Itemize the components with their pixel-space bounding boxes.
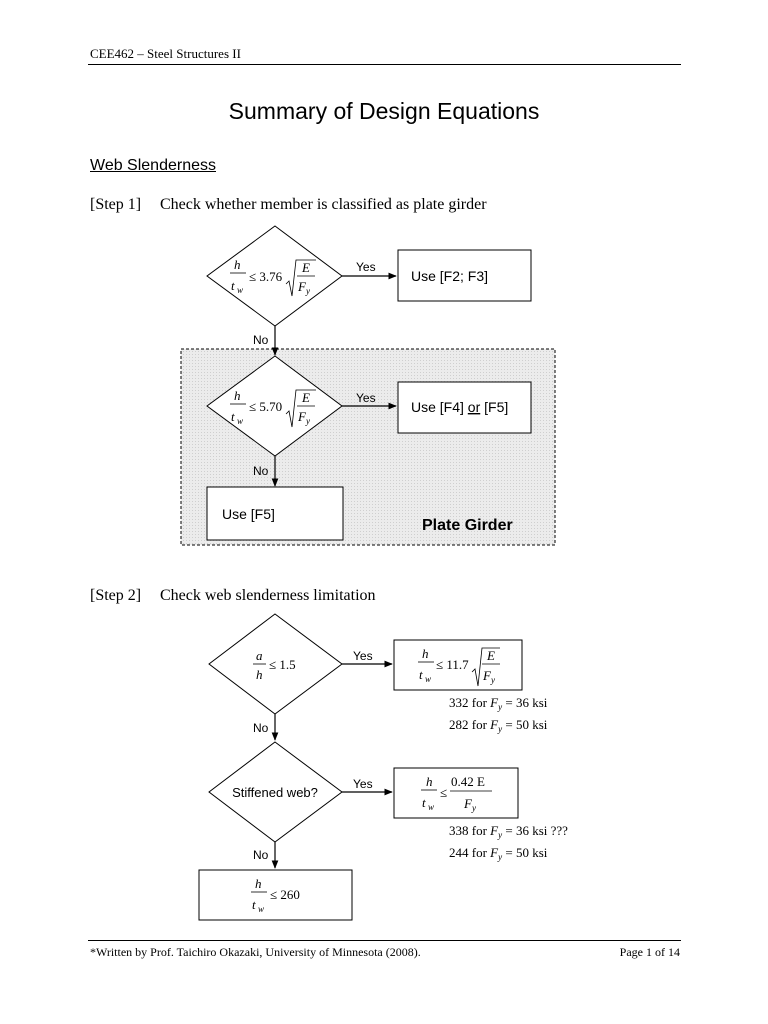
header-rule (88, 64, 681, 65)
step1-result-1 (397, 249, 532, 302)
step1-result-3-text: Use [F5] (222, 506, 275, 522)
s2d1-num: a (256, 648, 263, 663)
d2-op: ≤ 5.70 (249, 399, 282, 414)
step2-text: Check web slenderness limitation (160, 587, 376, 604)
s2r2-lhs-num: h (426, 774, 433, 789)
step1-text: Check whether member is classified as pl… (160, 196, 487, 213)
s2r3-lhs-num: h (255, 876, 262, 891)
d1-lhs-den: t (231, 278, 235, 293)
s2r2-rhs-sub: y (471, 803, 476, 813)
footer-credit: *Written by Prof. Taichiro Okazaki, Univ… (90, 945, 421, 959)
s2d1-den: h (256, 667, 263, 682)
step1-result-2-text: Use [F4] or [F5] (411, 399, 508, 415)
d1-op: ≤ 3.76 (249, 269, 283, 284)
d2-rad-num: E (301, 390, 310, 405)
step1-result-2 (397, 381, 532, 434)
d1-rad-num: E (301, 260, 310, 275)
step2-note-2a: 338 for Fy = 36 ksi ??? (449, 823, 568, 840)
step1-no-2: No (253, 464, 269, 478)
step2-note-2b: 244 for Fy = 50 ksi (449, 845, 548, 862)
d2-rad-den: F (297, 409, 307, 424)
d2-lhs-sub: w (237, 416, 243, 426)
d2-lhs-den: t (231, 409, 235, 424)
s2r2-rhs-num: 0.42 E (451, 774, 485, 789)
step1-no-1: No (253, 333, 269, 347)
step2-yes-1: Yes (353, 649, 373, 663)
step2-yes-2: Yes (353, 777, 373, 791)
step2-decision-2-text: Stiffened web? (232, 785, 318, 800)
s2r1-op: ≤ 11.7 (436, 657, 469, 672)
page-title: Summary of Design Equations (228, 98, 540, 124)
s2d1-op: ≤ 1.5 (269, 657, 296, 672)
header-course: CEE462 – Steel Structures II (90, 46, 241, 61)
step2-result-1 (393, 639, 523, 691)
step2-no-2: No (253, 848, 269, 862)
s2r2-rhs-den: F (463, 796, 473, 811)
step2-no-1: No (253, 721, 269, 735)
step2-note-1a: 332 for Fy = 36 ksi (449, 695, 548, 712)
d2-rad-sub: y (305, 416, 310, 426)
section-title: Web Slenderness (90, 157, 216, 174)
s2r3-lhs-den: t (252, 897, 256, 912)
step2-note-1b: 282 for Fy = 50 ksi (449, 717, 548, 734)
plate-girder-label: Plate Girder (422, 517, 513, 534)
s2r2-lhs-den: t (422, 795, 426, 810)
step1-result-1-text: Use [F2; F3] (411, 268, 488, 284)
step2-label: [Step 2] (90, 587, 142, 604)
d1-rad-sub: y (305, 286, 310, 296)
step1-yes-2: Yes (356, 391, 376, 405)
s2r2-op: ≤ (440, 785, 447, 800)
step1-result-3 (206, 486, 344, 541)
s2r1-rad-sub: y (490, 675, 495, 685)
d1-lhs-num: h (234, 257, 241, 272)
s2r2-lhs-sub: w (428, 802, 434, 812)
page-number: Page 1 of 14 (619, 945, 680, 959)
step2-result-2 (393, 767, 519, 819)
footer-rule (88, 940, 681, 941)
s2r3-op: ≤ 260 (270, 887, 300, 902)
s2r1-rad-num: E (486, 648, 495, 663)
s2r1-lhs-den: t (419, 667, 423, 682)
s2r3-lhs-sub: w (258, 904, 264, 914)
step2-result-3 (198, 869, 353, 921)
step1-yes-1: Yes (356, 260, 376, 274)
s2r1-lhs-num: h (422, 646, 429, 661)
step1-label: [Step 1] (90, 196, 142, 213)
d1-rad-den: F (297, 279, 307, 294)
s2r1-lhs-sub: w (425, 674, 431, 684)
s2r1-rad-den: F (482, 668, 492, 683)
d1-lhs-sub: w (237, 285, 243, 295)
d2-lhs-num: h (234, 388, 241, 403)
